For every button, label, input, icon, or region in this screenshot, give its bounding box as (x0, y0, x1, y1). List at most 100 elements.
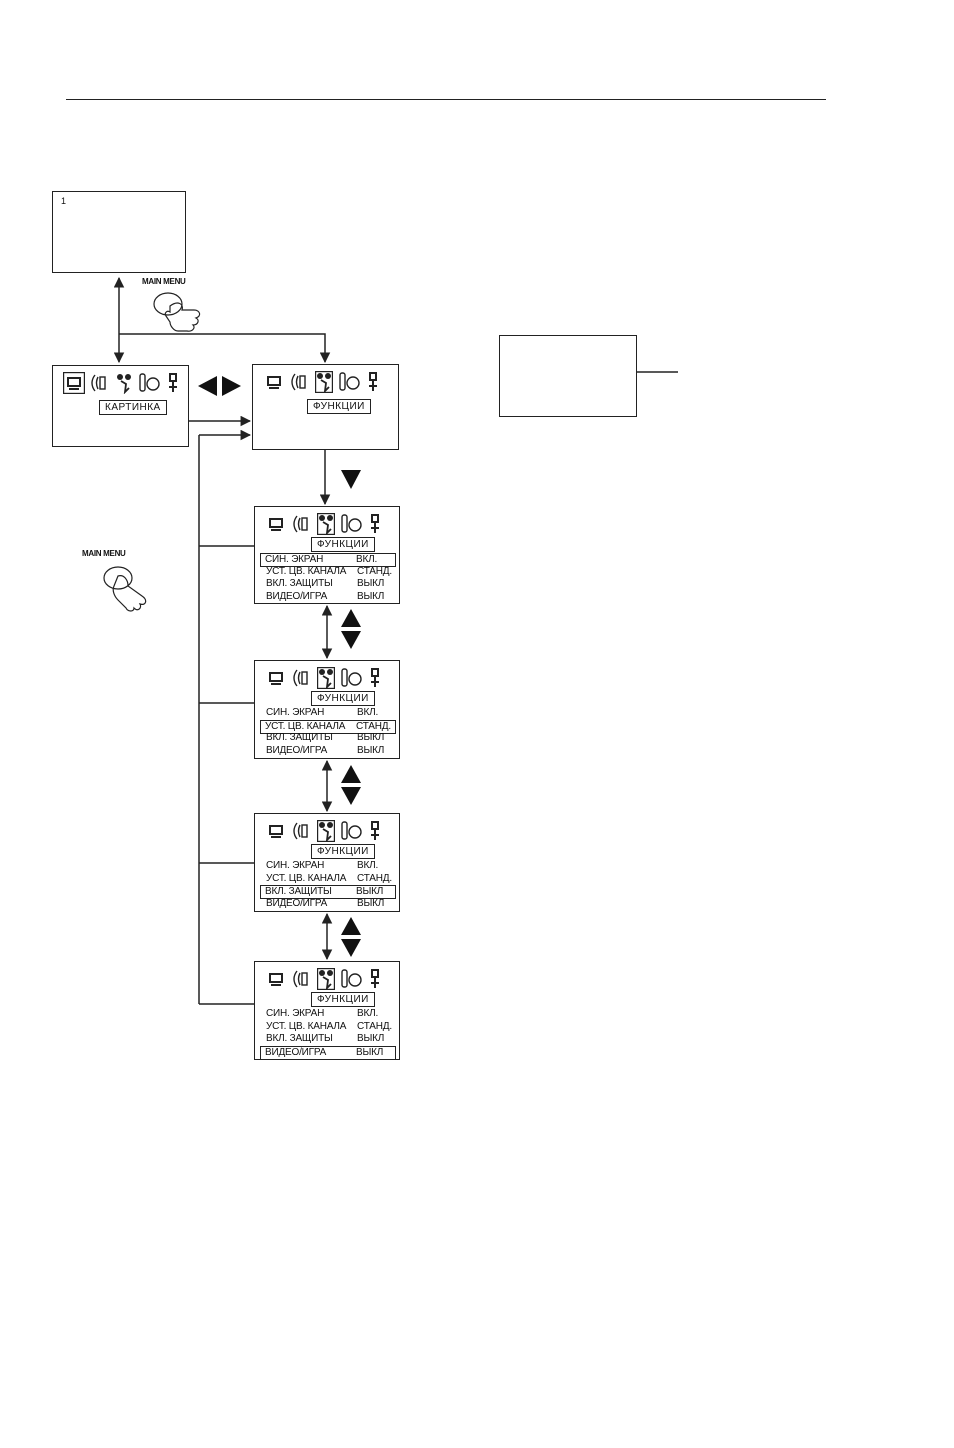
functions-menu-title: ФУНКЦИИ (311, 992, 375, 1007)
menu-row-label: ВИДЕО/ИГРА (266, 897, 328, 909)
main-menu-button-icon[interactable] (148, 288, 210, 334)
menu-row[interactable]: ВКЛ. ЗАЩИТЫ ВЫКЛ (260, 885, 396, 900)
menu-row[interactable]: ВКЛ. ЗАЩИТЫ ВЫКЛ (262, 732, 395, 744)
menu-row-label: УСТ. ЦВ. КАНАЛА (266, 1020, 347, 1032)
functions-icon[interactable] (317, 820, 335, 842)
menu-icon-bar (265, 968, 390, 994)
header-rule (66, 99, 826, 100)
menu-row-value: ВЫКЛ (357, 1033, 385, 1045)
picture-icon[interactable] (265, 667, 287, 689)
menu-row[interactable]: СИН. ЭКРАН ВКЛ. (262, 707, 395, 719)
menu-row-value: ВКЛ. (357, 707, 379, 718)
functions-menu-screen: ФУНКЦИИ (252, 364, 399, 450)
menu-row-label: ВКЛ. ЗАЩИТЫ (266, 578, 333, 590)
timer-icon[interactable] (341, 513, 363, 535)
illustration-screen (499, 335, 637, 417)
setup-icon[interactable] (167, 372, 179, 394)
menu-row-label: ВИДЕО/ИГРА (266, 744, 328, 756)
menu-row-value: ВЫКЛ (357, 732, 385, 744)
setup-icon[interactable] (369, 513, 381, 535)
menu-icon-bar (265, 820, 390, 846)
setup-icon[interactable] (369, 820, 381, 842)
sound-icon[interactable] (293, 513, 309, 535)
menu-row-label: ВКЛ. ЗАЩИТЫ (266, 732, 333, 744)
menu-row-label: СИН. ЭКРАН (266, 707, 325, 718)
functions-menu-title: ФУНКЦИИ (307, 399, 371, 414)
menu-row[interactable]: ВКЛ. ЗАЩИТЫ ВЫКЛ (262, 578, 395, 590)
timer-icon[interactable] (341, 820, 363, 842)
sound-icon[interactable] (293, 667, 309, 689)
menu-row[interactable]: ВИДЕО/ИГРА ВЫКЛ (260, 1045, 396, 1060)
picture-menu-screen: КАРТИНКА (52, 365, 189, 447)
functions-icon[interactable] (317, 667, 335, 689)
menu-row-value: ВЫКЛ (357, 744, 385, 756)
menu-icon-bar (263, 371, 388, 397)
menu-row-value: ВКЛ. (356, 554, 378, 565)
sound-icon[interactable] (293, 968, 309, 990)
functions-icon[interactable] (317, 513, 335, 535)
menu-row-value: ВЫКЛ (357, 897, 385, 909)
menu-icon-bar (265, 513, 390, 539)
setup-icon[interactable] (367, 371, 379, 393)
menu-row-value: ВЫКЛ (357, 590, 385, 602)
menu-row-value: СТАНД. (357, 872, 392, 884)
menu-row-value: ВЫКЛ (356, 886, 384, 898)
functions-menu-title: ФУНКЦИИ (311, 537, 375, 552)
main-menu-button-icon-2[interactable] (98, 560, 164, 612)
picture-icon[interactable] (265, 968, 287, 990)
menu-row-label: ВКЛ. ЗАЩИТЫ (266, 1033, 333, 1045)
menu-row-value: ВЫКЛ (357, 578, 385, 590)
menu-row-value: СТАНД. (356, 720, 391, 732)
sound-icon[interactable] (293, 820, 309, 842)
menu-row-value: СТАНД. (357, 1020, 392, 1032)
menu-row-label: ВКЛ. ЗАЩИТЫ (265, 886, 332, 898)
timer-icon[interactable] (341, 968, 363, 990)
functions-icon[interactable] (315, 371, 333, 393)
menu-row-value: ВКЛ. (357, 1008, 379, 1019)
menu-row[interactable]: ВИДЕО/ИГРА ВЫКЛ (262, 745, 395, 757)
setup-icon[interactable] (369, 968, 381, 990)
picture-menu-title: КАРТИНКА (99, 400, 167, 415)
menu-row-label: УСТ. ЦВ. КАНАЛА (266, 565, 347, 577)
sound-icon[interactable] (91, 372, 107, 394)
menu-icon-bar (63, 372, 188, 398)
functions-icon[interactable] (317, 968, 335, 990)
main-menu-button-label: MAIN MENU (142, 277, 186, 286)
menu-row[interactable]: СИН. ЭКРАН ВКЛ. (262, 860, 395, 872)
menu-row[interactable]: ВКЛ. ЗАЩИТЫ ВЫКЛ (262, 1033, 395, 1045)
menu-row-value: ВЫКЛ (356, 1046, 384, 1058)
menu-row-label: ВИДЕО/ИГРА (265, 1046, 327, 1058)
menu-row-label: СИН. ЭКРАН (266, 860, 325, 871)
menu-row-label: СИН. ЭКРАН (266, 1008, 325, 1019)
picture-icon[interactable] (265, 513, 287, 535)
timer-icon[interactable] (341, 667, 363, 689)
functions-menu-title: ФУНКЦИИ (311, 691, 375, 706)
functions-icon[interactable] (115, 372, 133, 394)
menu-row[interactable]: ВИДЕО/ИГРА ВЫКЛ (262, 898, 395, 910)
functions-menu-title: ФУНКЦИИ (311, 844, 375, 859)
menu-icon-bar (265, 667, 390, 693)
sound-icon[interactable] (291, 371, 307, 393)
main-menu-button-label-2: MAIN MENU (82, 549, 126, 558)
setup-icon[interactable] (369, 667, 381, 689)
picture-icon[interactable] (63, 372, 85, 394)
menu-row[interactable]: УСТ. ЦВ. КАНАЛА СТАНД. (262, 1021, 395, 1033)
timer-icon[interactable] (139, 372, 161, 394)
menu-row[interactable]: УСТ. ЦВ. КАНАЛА СТАНД. (262, 566, 395, 578)
menu-row[interactable]: СИН. ЭКРАН ВКЛ. (262, 1008, 395, 1020)
menu-row-value: СТАНД. (357, 565, 392, 577)
menu-row-value: ВКЛ. (357, 860, 379, 871)
channel-number: 1 (61, 196, 67, 206)
picture-icon[interactable] (263, 371, 285, 393)
timer-icon[interactable] (339, 371, 361, 393)
picture-icon[interactable] (265, 820, 287, 842)
